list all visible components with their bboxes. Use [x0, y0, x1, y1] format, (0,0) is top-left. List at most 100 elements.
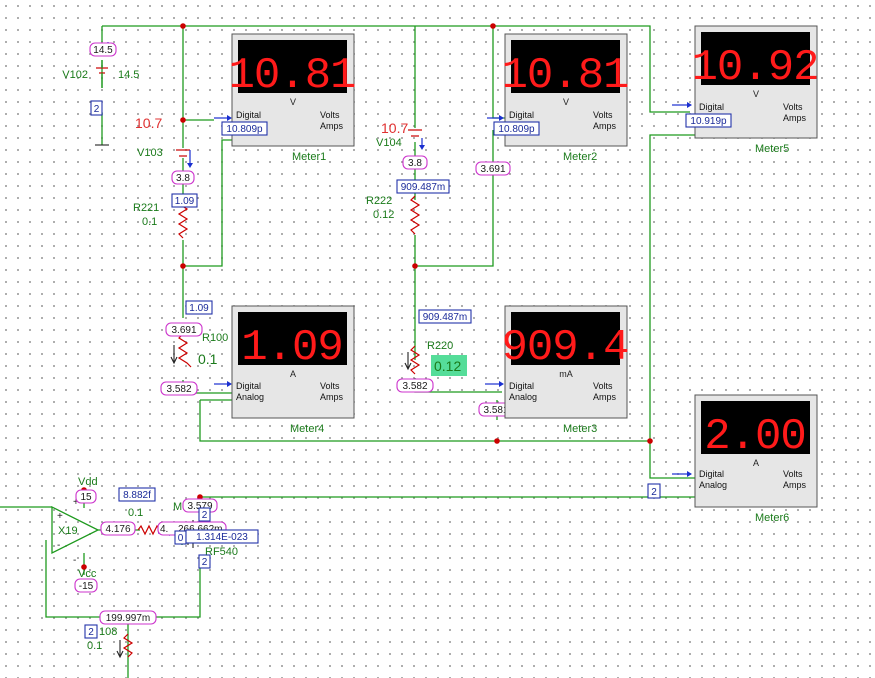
wires [0, 25, 695, 678]
meter6[interactable]: 2.00 A Digital Analog Volts Amps Meter6 [694, 394, 818, 524]
meter6-mode: Digital [699, 469, 724, 479]
tag-r222-top: 909.487m [401, 182, 445, 193]
tag-meter3-low: 3.581 [483, 405, 508, 416]
v103-name: V103 [137, 147, 163, 159]
r108-value: 0.1 [87, 640, 102, 652]
resistor-r222[interactable]: R222 0.12 [366, 195, 421, 235]
meter6-volts: Volts [783, 469, 803, 479]
r100-name: R100 [202, 332, 228, 344]
meter4-display: 1.09 [241, 323, 343, 373]
opamp-vplus: + [73, 497, 79, 508]
meter6-mode2: Analog [699, 480, 727, 490]
tag-r221-top: 1.09 [175, 196, 195, 207]
tag-opamp-out: 4.176 [105, 524, 130, 535]
meter3[interactable]: 909.4 mA Digital Analog Volts Amps Meter… [501, 305, 630, 435]
opamp-minus: - [57, 540, 60, 551]
meter1-probe: 10.809p [226, 124, 263, 135]
meter4-volts: Volts [320, 381, 340, 391]
meter5-probe: 10.919p [690, 116, 727, 127]
meter5[interactable]: 10.92 V Digital Volts Amps Meter5 [691, 25, 820, 155]
meter3-name: Meter3 [563, 423, 597, 435]
meter4-mode2: Analog [236, 392, 264, 402]
r222-name: R222 [366, 195, 392, 207]
tag-source-2: 2 [202, 557, 208, 568]
tag-vcc: -15 [79, 581, 94, 592]
meter1[interactable]: 10.81 V Digital Volts Amps Meter1 [228, 33, 357, 163]
tag-gate-zero: 0 [178, 533, 184, 544]
resistor-gate[interactable]: 0.1 [128, 507, 161, 536]
r222-value: 0.12 [373, 209, 394, 221]
gate-resistor-value: 0.1 [128, 507, 143, 519]
tag-r100-top: 3.691 [171, 325, 196, 336]
tag-left-mid: 1.09 [189, 303, 209, 314]
v104-value: 10.7 [381, 120, 408, 136]
meter1-volts: Volts [320, 110, 340, 120]
resistor-r108[interactable]: 108 0.1 [87, 626, 134, 659]
meter2-display: 10.81 [501, 51, 628, 101]
meter3-amps: Amps [593, 392, 617, 402]
meter6-display: 2.00 [704, 412, 806, 462]
opamp-vminus: - [73, 555, 76, 566]
meter2[interactable]: 10.81 V Digital Volts Amps Meter2 [501, 33, 630, 163]
meter1-display: 10.81 [228, 51, 355, 101]
tag-opamp-pos-in: 8.882f [123, 490, 151, 501]
mosfet-name: M [173, 501, 182, 513]
meter5-amps: Amps [783, 113, 807, 123]
vdd-name: Vdd [78, 476, 98, 488]
v104-name: V104 [376, 137, 402, 149]
meter2-name: Meter2 [563, 151, 597, 163]
opamp-plus: + [57, 511, 63, 522]
tag-r220-bot: 3.582 [402, 381, 427, 392]
meter5-display: 10.92 [691, 43, 818, 93]
tag-r108: 2 [88, 627, 94, 638]
tag-gate-node: 4. [160, 524, 168, 535]
meter3-unit: mA [559, 369, 573, 379]
tag-drain-2: 2 [202, 510, 208, 521]
meter1-mode: Digital [236, 110, 261, 120]
meter3-mode: Digital [509, 381, 534, 391]
meter3-display: 909.4 [501, 323, 628, 373]
tag-v102-bot: 2 [94, 104, 100, 115]
node-tags: 14.5 2 3.8 1.09 1.09 3.691 3.582 3.8 909… [74, 42, 661, 639]
meter6-unit: A [753, 458, 759, 468]
meter2-amps: Amps [593, 121, 617, 131]
vcc-name: Vcc [78, 568, 97, 580]
tag-vdd: 15 [80, 492, 92, 503]
r221-value: 0.1 [142, 216, 157, 228]
meter2-probe: 10.809p [498, 124, 535, 135]
r108-name: 108 [99, 626, 117, 638]
meter5-unit: V [753, 89, 759, 99]
meter4-name: Meter4 [290, 423, 324, 435]
meter4-mode: Digital [236, 381, 261, 391]
tag-small-i: 1.314E-023 [196, 532, 248, 543]
potentiometer-r220[interactable]: R220 0.12 [404, 340, 467, 376]
r221-name: R221 [133, 202, 159, 214]
meter2-unit: V [563, 97, 569, 107]
battery-v104[interactable]: 10.7 V104 [376, 120, 422, 149]
opamp-x19[interactable]: X19 + - + - Vdd Vcc [57, 476, 98, 580]
r100-value: 0.1 [198, 351, 218, 367]
battery-v103[interactable]: 10.7 V103 [135, 115, 190, 159]
resistor-r221[interactable]: R221 0.1 [133, 199, 189, 239]
tag-v102-top: 14.5 [93, 45, 113, 56]
battery-v102[interactable]: V102 14.5 [62, 60, 139, 146]
meter4[interactable]: 1.09 A Digital Analog Volts Amps Meter4 [231, 305, 355, 435]
v102-name: V102 [62, 69, 88, 81]
v102-value: 14.5 [118, 69, 139, 81]
meter6-amps: Amps [783, 480, 807, 490]
meter1-amps: Amps [320, 121, 344, 131]
meter1-unit: V [290, 97, 296, 107]
meter6-name: Meter6 [755, 512, 789, 524]
meter2-mode: Digital [509, 110, 534, 120]
tag-v103-node: 3.8 [176, 173, 190, 184]
meter4-amps: Amps [320, 392, 344, 402]
meter2-volts: Volts [593, 110, 613, 120]
meter3-volts: Volts [593, 381, 613, 391]
potentiometer-r100[interactable]: R100 0.1 [170, 332, 228, 368]
mosfet-part: RF540 [205, 546, 238, 558]
tag-r100-bot: 3.582 [166, 384, 191, 395]
meter5-volts: Volts [783, 102, 803, 112]
v103-value: 10.7 [135, 115, 162, 131]
r220-name: R220 [427, 340, 453, 352]
